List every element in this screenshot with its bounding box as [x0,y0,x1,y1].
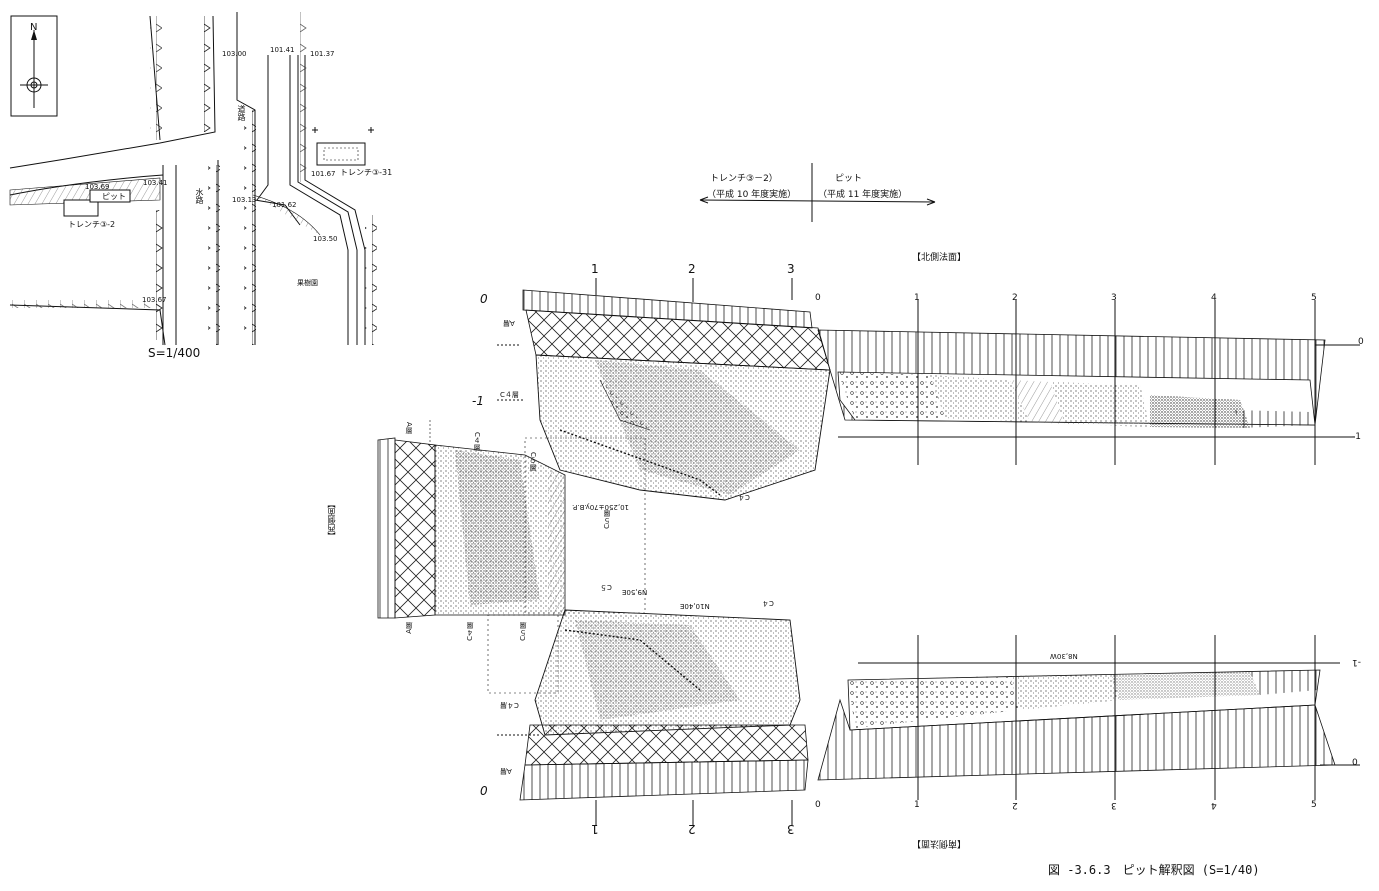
depth-minus-one-right-bottom: -1 [1352,657,1361,667]
elevation-2: 101.41 [270,46,295,54]
layer-c4-top: C４層 [500,391,519,399]
tick-label-n2: 2 [1012,293,1018,303]
south-sample-note: N10,40E [680,602,710,610]
map-scale: S=1/400 [148,346,201,360]
tick-label-s2: 2 [1012,800,1018,810]
layer-a-bottom: A層 [500,767,512,775]
tick-label-n1: 1 [914,293,920,303]
north-section-title: 【北側法面】 [912,253,967,263]
tick-label-s5: 5 [1311,800,1317,810]
trench-3-2-box [63,199,99,217]
compass-box [10,15,58,117]
tick-label-s4: 4 [1211,800,1217,810]
elevation-6: 103.13 [232,196,257,204]
north-section [522,289,1360,501]
west-elevation-note: 10,250±70y.B.P. [572,503,630,511]
west-section [377,420,646,619]
tick-label-b3: 3 [787,822,795,836]
layer-a-west: A層 [405,422,413,434]
scale-ticks [497,163,1316,825]
tick-label-b1: 1 [591,822,599,836]
tick-label-3: 3 [787,262,795,276]
layer-a-west-bottom: A層 [405,622,413,634]
trench-3-31-box [316,142,366,166]
layer-c5-west-bottom: C５層 [519,622,527,641]
elevation-7: 101.62 [272,201,297,209]
trench-3-2-label: トレンチ③-2 [68,220,116,229]
south-section [487,609,1360,801]
tick-label-s1: 1 [914,800,920,810]
elevation-8: 101.67 [311,170,336,178]
layer-c4-north: C４ [738,493,750,501]
south-section-title: 【南側法面】 [912,838,967,848]
pit-map-label: ピット [102,192,126,201]
elevation-5: 103.41 [143,179,168,187]
field-label: 果樹園 [297,279,318,287]
tick-label-n4: 4 [1211,293,1217,303]
depth-zero-right-bottom: 0 [1352,758,1358,768]
elevation-1: 103.00 [222,50,247,58]
legend-trench-label: トレンチ③－2） [710,174,778,184]
tick-label-1: 1 [591,262,599,276]
location-map [9,12,377,346]
layer-c5-south: C５ [600,583,612,591]
tick-label-n3: 3 [1111,293,1117,303]
layer-c4-west: C４層 [473,432,481,451]
layer-a-top: A層 [503,319,515,327]
legend-pit-year: （平成 11 年度実施） [818,190,908,200]
tick-label-s3: 3 [1111,800,1117,810]
layer-c5-west: C５層 [529,452,537,471]
legend-pit-label: ピット [835,174,863,184]
elevation-10: 103.67 [142,296,167,304]
depth-minus-one-top: -1 [472,394,484,408]
pit-box [89,189,131,203]
layer-c4-bottom: C４層 [500,701,519,709]
trench-3-31-label: トレンチ③-31 [340,168,393,177]
tick-label-2: 2 [688,262,696,276]
layer-c4-south: C４ [762,599,774,607]
depth-zero-top: 0 [480,292,488,306]
layer-c5-middle: C５層 [603,510,611,529]
right-sample-note: N8,30W [1050,652,1078,660]
elevation-9: 103.50 [313,235,338,243]
depth-zero-bottom: 0 [480,784,488,798]
north-label: N [30,22,38,33]
depth-minus-one-right-top: -1 [1352,432,1361,442]
tick-label-n0: 0 [815,293,821,303]
layer-c4-west-bottom: C４層 [466,622,474,641]
west-section-title: 【西側面】 [327,500,336,540]
depth-zero-right-top: 0 [1358,337,1364,347]
north-sample-note: N9,50E [622,588,648,596]
road-label: 道路 [237,105,246,121]
tick-label-s0: 0 [815,800,821,810]
legend-trench-year: （平成 10 年度実施） [707,190,797,200]
figure-caption: 図 -3.6.3 ピット解釈図 (S=1/40) [1048,863,1260,877]
tick-label-b2: 2 [688,822,696,836]
tick-label-n5: 5 [1311,293,1317,303]
elevation-3: 101.37 [310,50,335,58]
elevation-4: 103.69 [85,183,110,191]
waterway-label: 水路 [195,188,204,204]
